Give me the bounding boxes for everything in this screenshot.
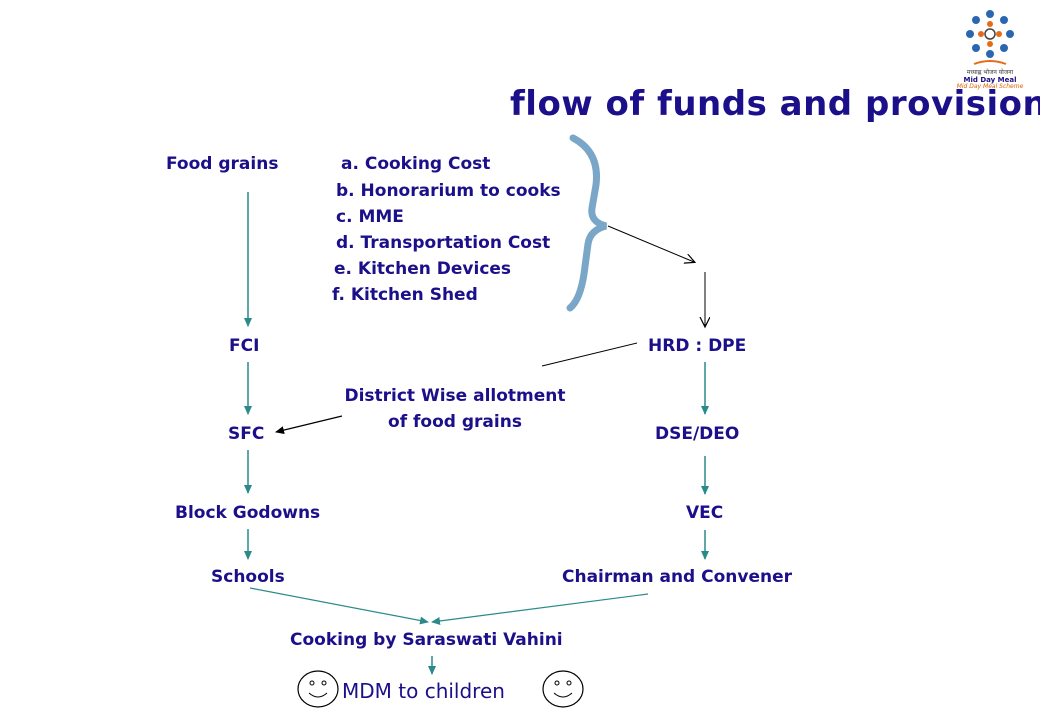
logo-text: मध्याह्न भोजन योजना Mid Day Meal Mid Day…: [948, 69, 1032, 91]
node-fci: FCI: [229, 336, 260, 356]
arrow-chairman-cooking: [431, 593, 649, 625]
node-mdm-children: MDM to children: [342, 679, 505, 703]
smiley-left-icon: [297, 670, 339, 708]
node-block-godowns: Block Godowns: [175, 503, 321, 523]
arrow-allotment-sfc: [275, 415, 343, 435]
mdm-logo-icon: [966, 10, 1014, 65]
node-dse-deo: DSE/DEO: [655, 424, 740, 444]
smiley-right-icon: [542, 670, 584, 708]
fund-item: c. MME: [336, 207, 404, 227]
node-cooking: Cooking by Saraswati Vahini: [290, 630, 563, 650]
fund-item: d. Transportation Cost: [336, 233, 551, 253]
arrow-brace-hrd: [607, 225, 694, 262]
logo-hindi: मध्याह्न भोजन योजना: [966, 69, 1014, 76]
arrow-schools-cooking: [249, 587, 429, 625]
node-hrd-dpe: HRD : DPE: [648, 336, 747, 356]
allotment-line-1: District Wise allotment: [344, 386, 566, 406]
node-food-grains: Food grains: [166, 154, 279, 174]
fund-item: e. Kitchen Devices: [334, 259, 512, 279]
brace-shape: [566, 134, 608, 312]
allotment-line-2: of food grains: [388, 412, 522, 432]
allotment-note: District Wise allotment of food grains: [320, 383, 590, 435]
node-sfc: SFC: [228, 424, 265, 444]
page-title: flow of funds and provisions: [510, 84, 1040, 124]
node-chairman: Chairman and Convener: [562, 567, 793, 587]
fund-item: b. Honorarium to cooks: [336, 181, 561, 201]
node-schools: Schools: [211, 567, 285, 587]
fund-item: a. Cooking Cost: [341, 154, 491, 174]
line-hrd-allotment: [541, 342, 638, 367]
logo-english: Mid Day Meal: [963, 75, 1017, 84]
fund-item: f. Kitchen Shed: [332, 285, 478, 305]
logo-subtitle: Mid Day Meal Scheme: [956, 83, 1024, 91]
node-vec: VEC: [686, 503, 724, 523]
